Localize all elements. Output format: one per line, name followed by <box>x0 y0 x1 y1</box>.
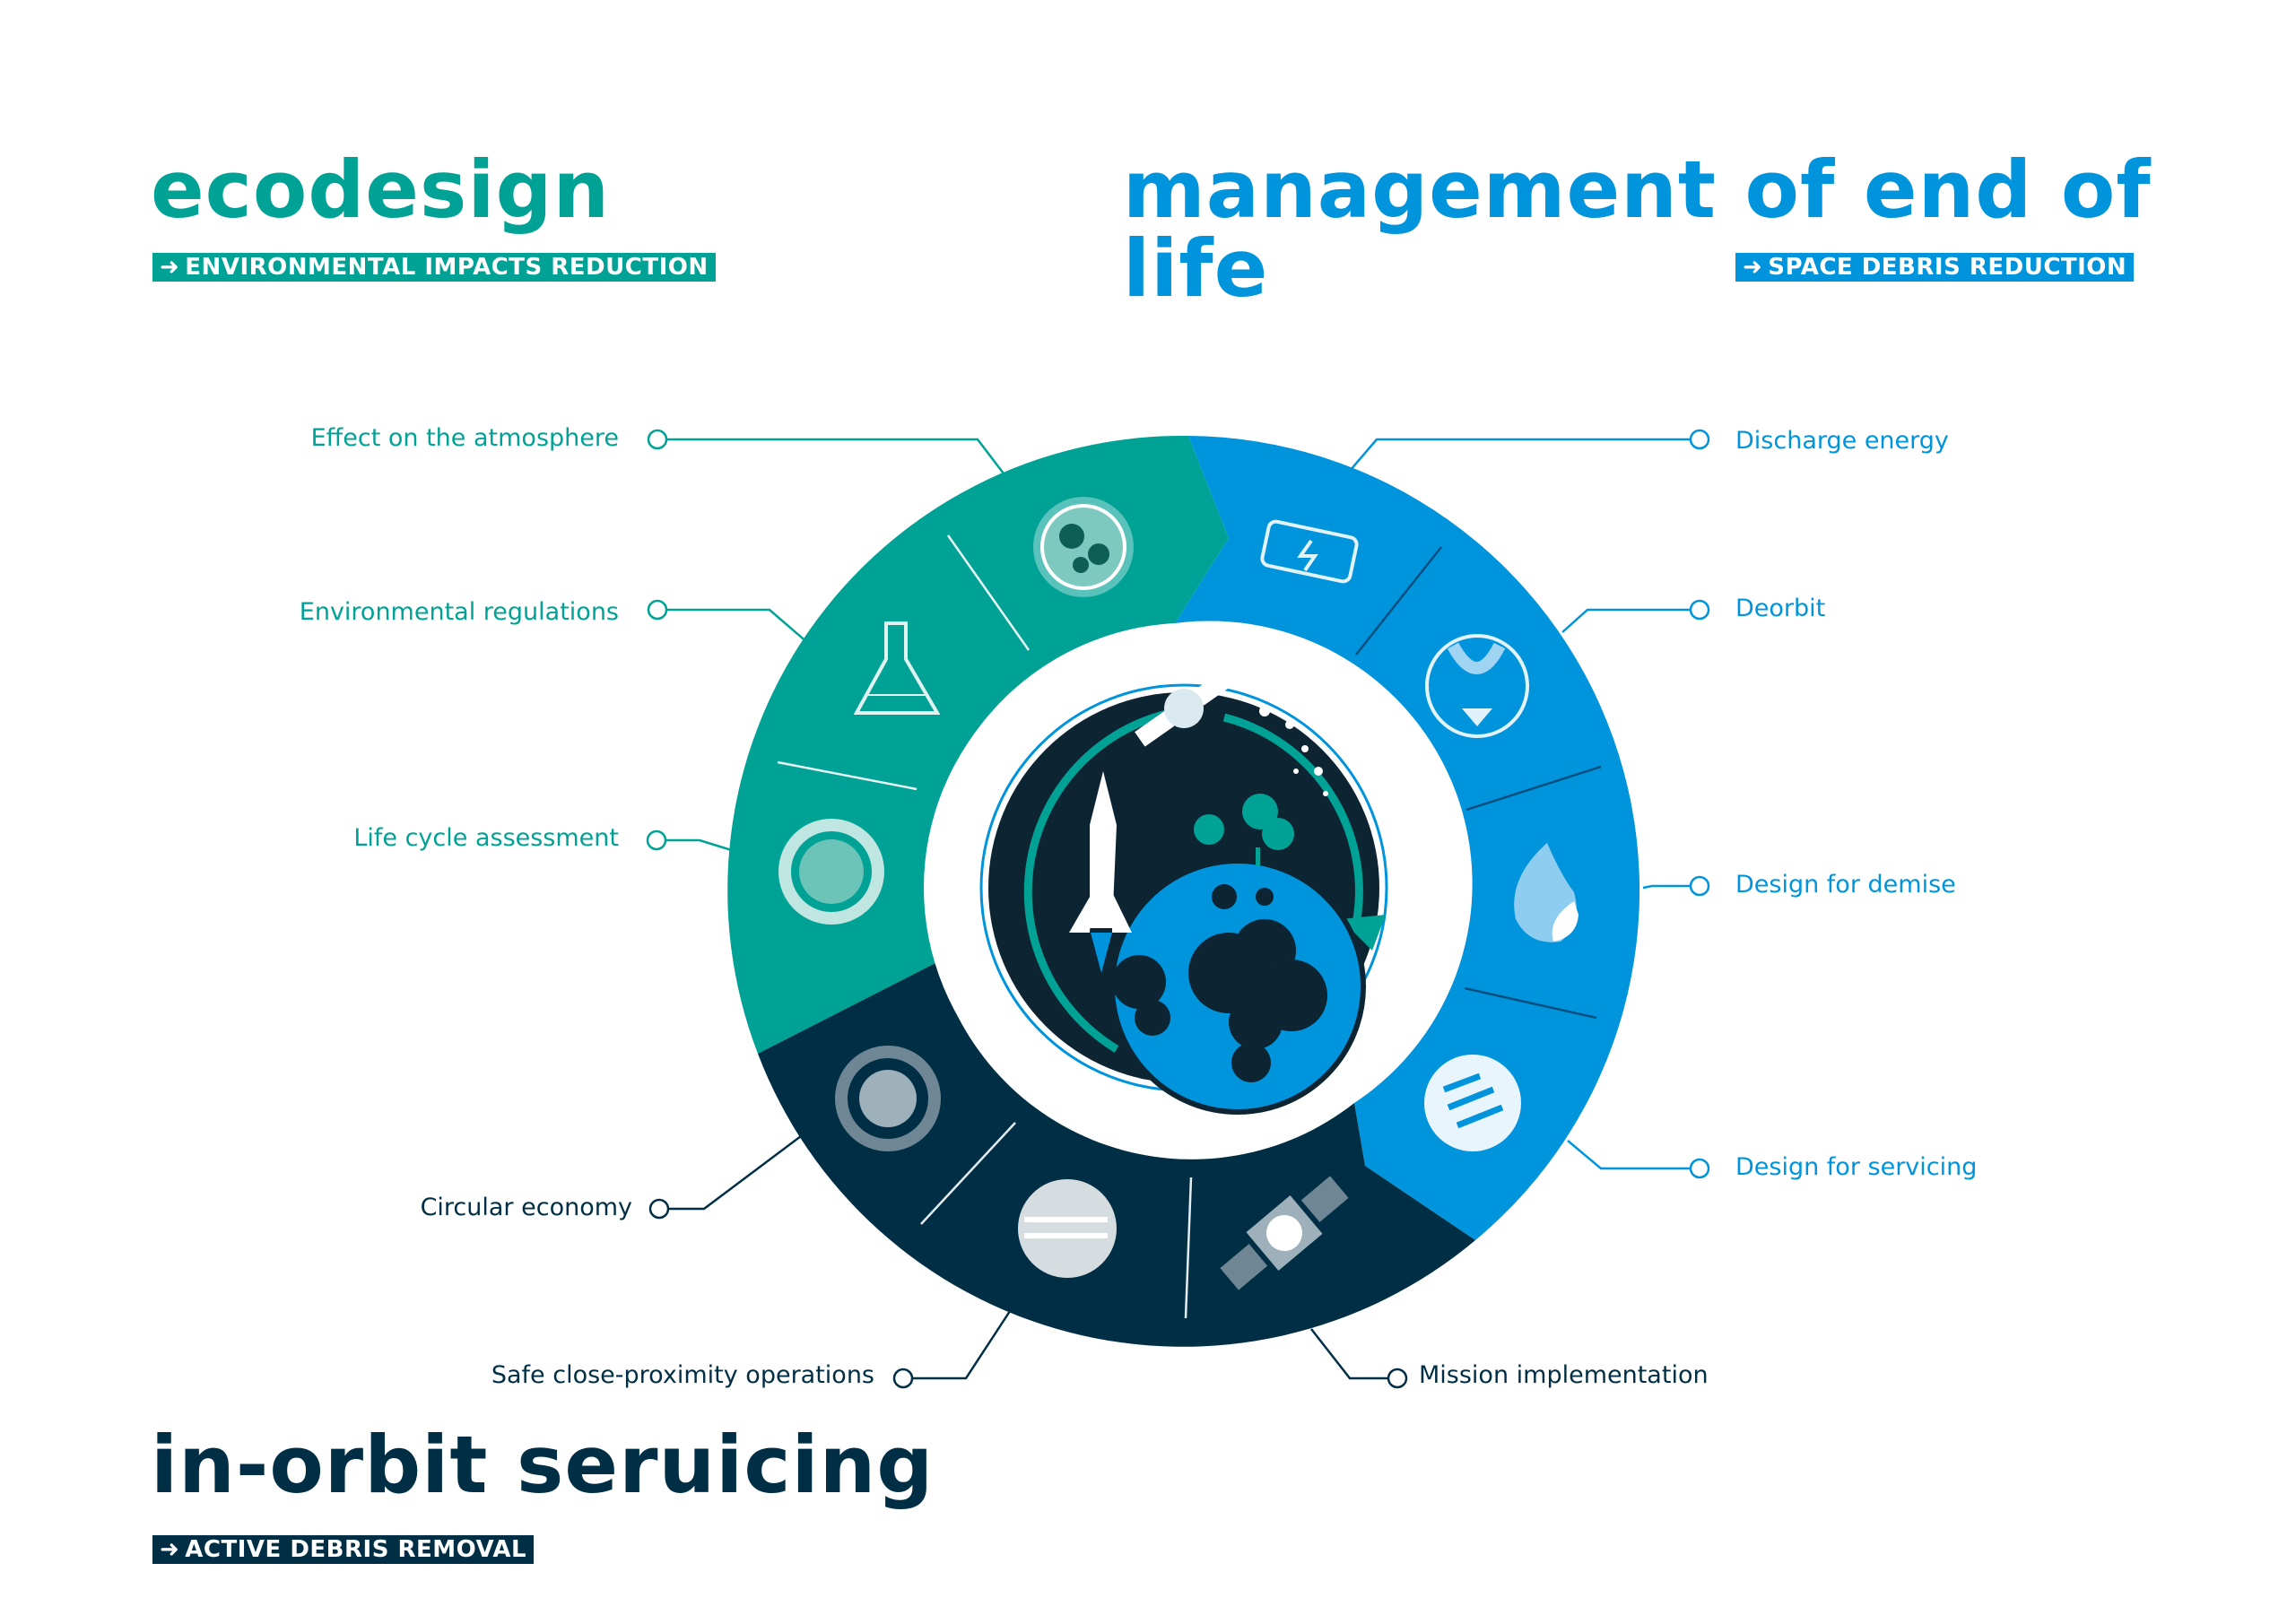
label-deorbit: Deorbit <box>1735 595 1826 622</box>
grapple-icon <box>1424 1055 1521 1151</box>
deorbit-arrow-icon <box>1425 634 1529 738</box>
ecodesign-tag: ➜ENVIRONMENTAL IMPACTS REDUCTION <box>152 253 716 282</box>
battery-icon <box>1260 519 1359 584</box>
segment-dividers <box>777 534 1602 1319</box>
recycle-globe-icon <box>835 1046 941 1151</box>
label-life-cycle-assessment: Life cycle assessment <box>353 824 619 852</box>
label-mission-implementation: Mission implementation <box>1419 1361 1709 1389</box>
arrow-right-icon: ➜ <box>160 1536 180 1563</box>
connectors-in-orbit <box>648 1133 1408 1389</box>
satellite-icon <box>1220 1176 1349 1290</box>
end-of-life-tag-text: SPACE DEBRIS REDUCTION <box>1768 254 2127 281</box>
arrow-right-icon: ➜ <box>1743 254 1763 281</box>
flask-icon <box>853 621 941 715</box>
flame-icon <box>1514 843 1578 942</box>
in-orbit-tag-text: ACTIVE DEBRIS REMOVAL <box>185 1536 527 1563</box>
ecodesign-title: ecodesign <box>151 143 611 236</box>
label-design-for-demise: Design for demise <box>1735 871 1956 899</box>
label-design-for-servicing: Design for servicing <box>1735 1153 1978 1181</box>
connectors-ecodesign <box>646 429 1007 854</box>
globe-icon <box>1033 497 1134 597</box>
end-of-life-title: management of end of life <box>1123 143 2152 315</box>
label-environmental-regulations: Environmental regulations <box>299 598 619 626</box>
label-circular-economy: Circular economy <box>420 1194 632 1221</box>
in-orbit-title: in-orbit seruicing <box>151 1419 935 1511</box>
connectors-end-of-life <box>1349 429 1710 1179</box>
ecodesign-tag-text: ENVIRONMENTAL IMPACTS REDUCTION <box>185 254 709 281</box>
in-orbit-tag: ➜ACTIVE DEBRIS REMOVAL <box>152 1535 535 1564</box>
label-effect-atmosphere: Effect on the atmosphere <box>310 424 619 452</box>
arrow-right-icon: ➜ <box>160 254 180 281</box>
label-discharge-energy: Discharge energy <box>1735 427 1949 455</box>
earth-rocket-satellite-icon <box>979 670 1388 1115</box>
end-of-life-tag: ➜SPACE DEBRIS REDUCTION <box>1735 253 2135 282</box>
cycle-icon <box>778 819 884 925</box>
label-safe-close-proximity: Safe close-proximity operations <box>491 1361 874 1389</box>
handshake-icon <box>1018 1179 1117 1278</box>
